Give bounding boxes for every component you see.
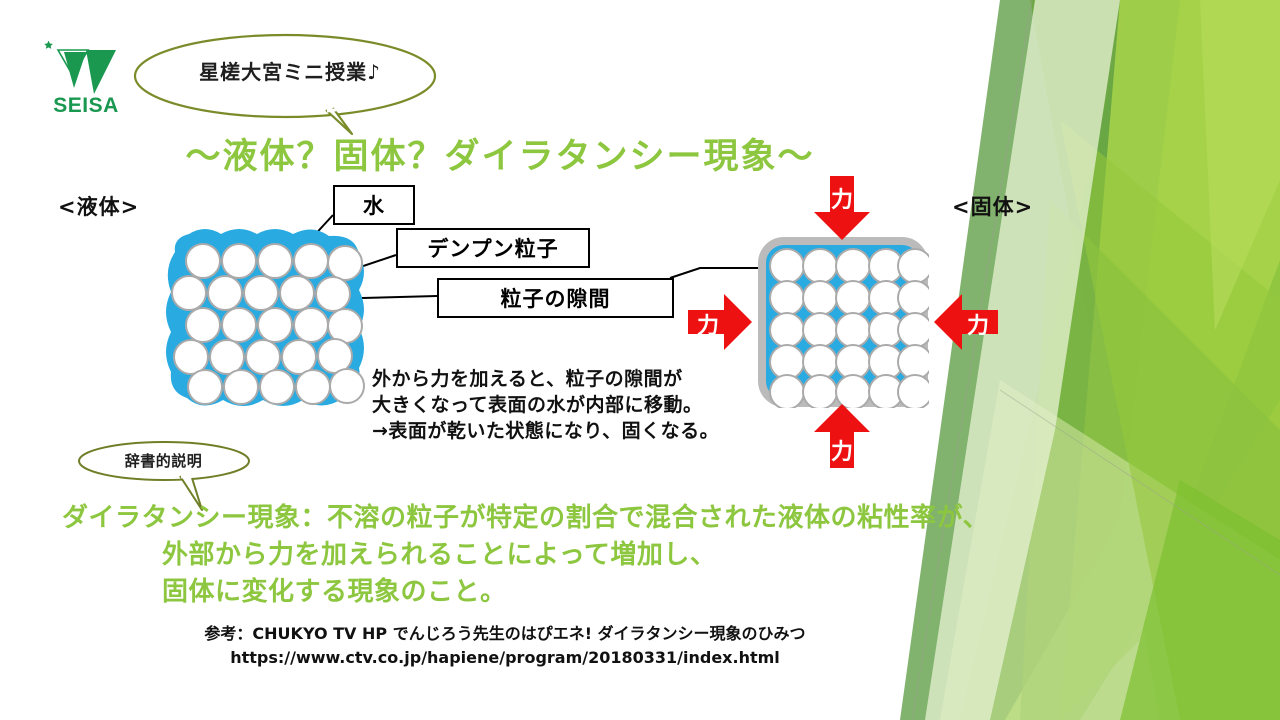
dictionary-speech-bubble xyxy=(78,441,250,511)
dictionary-bubble-text: 辞書的説明 xyxy=(124,452,203,470)
liquid-state-diagram xyxy=(166,229,365,406)
force-label-left: 力 xyxy=(696,314,719,339)
arrow-down-icon xyxy=(814,176,870,240)
page-title: 〜液体？固体？ダイラタンシー現象〜 xyxy=(185,137,815,177)
seisa-wordmark: SEISA xyxy=(53,94,119,117)
force-label-bottom: 力 xyxy=(830,440,853,465)
explanation-line-1: 外から力を加えると、粒子の隙間が xyxy=(372,368,683,390)
arrow-left-icon xyxy=(934,294,998,350)
label-liquid-state: <液体> xyxy=(58,195,140,219)
lesson-speech-bubble xyxy=(133,33,437,136)
definition-line-2: 外部から力を加えられることによって増加し、 xyxy=(162,539,717,570)
seisa-mark-icon xyxy=(44,40,116,94)
callout-gap: 粒子の隙間 xyxy=(437,278,674,318)
force-arrow-right: 力 xyxy=(934,292,998,352)
reference-source: 参考：CHUKYO TV HP でんじろう先生のはぴエネ! ダイラタンシー現象の… xyxy=(204,624,806,643)
force-arrow-left: 力 xyxy=(688,292,752,352)
force-arrow-bottom: 力 xyxy=(812,404,872,468)
explanation-line-2: 大きくなって表面の水が内部に移動。 xyxy=(372,394,703,417)
seisa-logo: SEISA xyxy=(38,32,134,120)
force-label-right: 力 xyxy=(966,314,989,339)
definition-line-3: 固体に変化する現象のこと。 xyxy=(162,576,507,607)
definition-line-1: ダイラタンシー現象：不溶の粒子が特定の割合で混合された液体の粘性率が、 xyxy=(62,503,989,533)
mechanism-explanation: 外から力を加えると、粒子の隙間が 大きくなって表面の水が内部に移動。 →表面が乾… xyxy=(372,366,719,445)
force-arrow-top: 力 xyxy=(812,176,872,240)
reference-note: 参考：CHUKYO TV HP でんじろう先生のはぴエネ! ダイラタンシー現象の… xyxy=(0,622,1010,670)
callout-starch: デンプン粒子 xyxy=(396,228,590,268)
force-label-top: 力 xyxy=(830,188,853,213)
label-solid-state: <固体> xyxy=(952,195,1034,219)
lesson-bubble-text: 星槎大宮ミニ授業♪ xyxy=(199,60,381,84)
arrow-right-icon xyxy=(688,294,752,350)
solid-state-diagram xyxy=(758,237,929,408)
reference-url[interactable]: https://www.ctv.co.jp/hapiene/program/20… xyxy=(230,648,780,667)
callout-water: 水 xyxy=(333,185,415,225)
dilatancy-definition: ダイラタンシー現象：不溶の粒子が特定の割合で混合された液体の粘性率が、 外部から… xyxy=(62,500,989,611)
explanation-line-3: →表面が乾いた状態になり、固くなる。 xyxy=(372,420,720,443)
arrow-up-icon xyxy=(814,404,870,468)
